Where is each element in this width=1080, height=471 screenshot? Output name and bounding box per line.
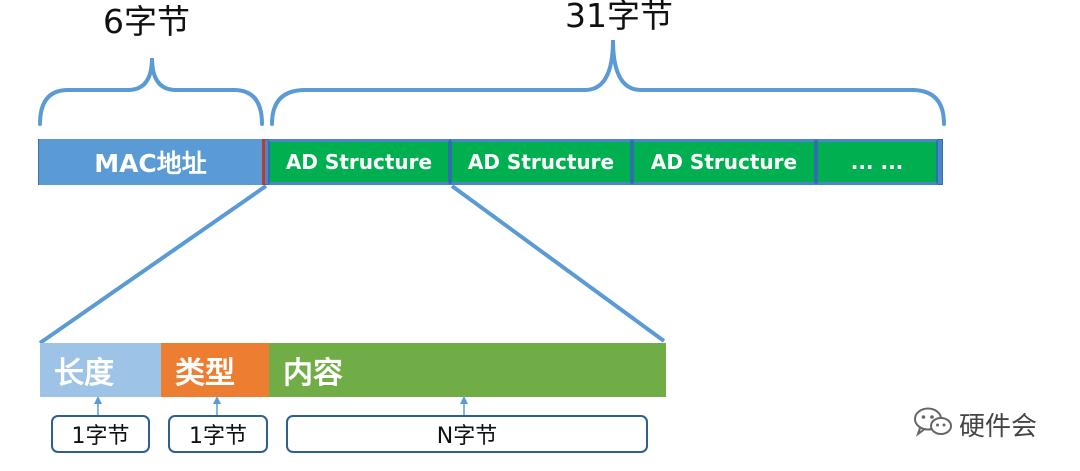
length-size-box: 1字节 bbox=[51, 415, 150, 453]
ad-structure-ellipsis-cell: ... ... bbox=[816, 139, 938, 185]
arrow-length bbox=[94, 396, 102, 415]
ad-structure-cell: AD Structure bbox=[450, 139, 632, 185]
wechat-icon bbox=[913, 406, 953, 442]
arrow-content bbox=[460, 396, 468, 415]
mac-brace bbox=[38, 57, 264, 126]
watermark: 硬件会 bbox=[913, 404, 1037, 444]
ad-structure-cell: AD Structure bbox=[268, 139, 450, 185]
content-field: 内容 bbox=[269, 343, 666, 397]
type-field: 类型 bbox=[161, 343, 269, 397]
arrow-type bbox=[213, 396, 221, 415]
mac-size-label: 6字节 bbox=[103, 2, 190, 41]
type-size-box: 1字节 bbox=[168, 415, 268, 453]
ad-brace bbox=[270, 39, 946, 126]
ad-size-label: 31字节 bbox=[565, 0, 673, 35]
watermark-text: 硬件会 bbox=[959, 411, 1038, 442]
ad-structure-cell: AD Structure bbox=[632, 139, 816, 185]
expand-line-left bbox=[38, 184, 268, 345]
expand-line-right bbox=[450, 184, 666, 343]
content-size-box: N字节 bbox=[286, 415, 648, 453]
length-field: 长度 bbox=[40, 343, 161, 397]
mac-address-cell: MAC地址 bbox=[39, 139, 265, 185]
